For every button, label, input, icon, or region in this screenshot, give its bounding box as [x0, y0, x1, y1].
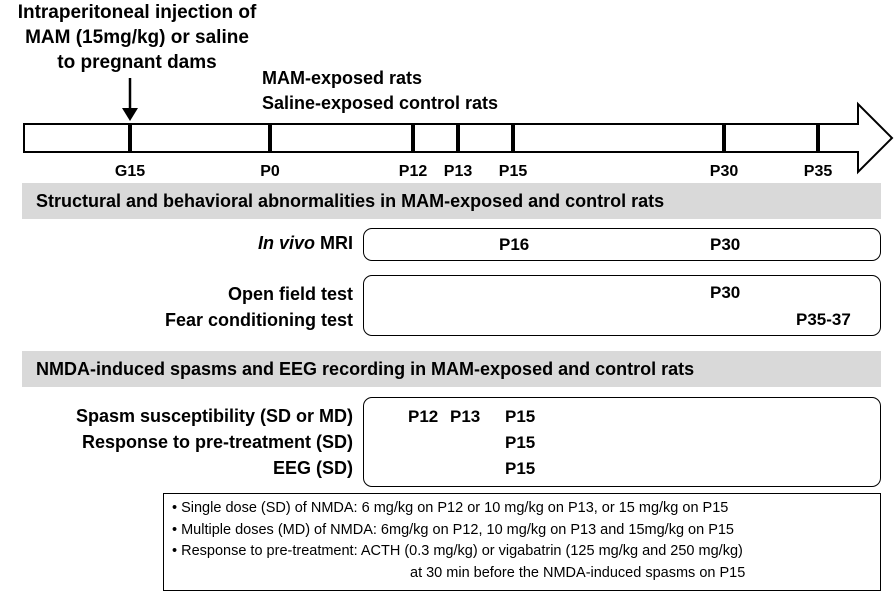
note-multiple-doses: • Multiple doses (MD) of NMDA: 6mg/kg on… [172, 521, 734, 538]
pretreatment-label: Response to pre-treatment (SD) [81, 432, 353, 452]
timeline-arrow: G15 P0 P12 P13 P15 P30 P35 [23, 78, 894, 180]
mri-label-italic: In vivo [257, 233, 315, 253]
injection-annotation: Intraperitoneal injection of MAM (15mg/k… [2, 0, 272, 75]
timeline-label-p15: P15 [499, 163, 528, 180]
timeline-label-p13: P13 [444, 163, 473, 180]
note-pretreatment: • Response to pre-treatment: ACTH (0.3 m… [172, 543, 743, 559]
nmda-box [363, 397, 881, 487]
timeline-label-p35: P35 [804, 163, 833, 180]
fear-conditioning-value: P35-37 [796, 310, 851, 329]
injection-line-2: MAM (15mg/kg) or saline [25, 27, 249, 48]
notes-box: • Single dose (SD) of NMDA: 6 mg/kg on P… [163, 493, 881, 591]
note-pretreatment-cont: at 30 min before the NMDA-induced spasms… [410, 564, 746, 581]
section-structural-header: Structural and behavioral abnormalities … [22, 183, 881, 219]
open-field-label: Open field test [227, 284, 353, 304]
injection-line-3: to pregnant dams [57, 52, 217, 73]
timeline-label-g15: G15 [115, 163, 145, 180]
section-nmda-header: NMDA-induced spasms and EEG recording in… [22, 351, 881, 387]
groups-line-2: Saline-exposed control rats [262, 93, 499, 113]
injection-line-1: Intraperitoneal injection of [17, 2, 257, 23]
timeline-label-p12: P12 [399, 163, 428, 180]
section-structural-title: Structural and behavioral abnormalities … [36, 191, 665, 211]
mri-box [363, 228, 881, 261]
timeline-label-p30: P30 [710, 163, 739, 180]
mri-value-p30: P30 [710, 235, 741, 254]
mri-label: In vivo MRI [150, 233, 353, 254]
note-single-dose: • Single dose (SD) of NMDA: 6 mg/kg on P… [172, 500, 729, 516]
timeline-label-p0: P0 [260, 163, 280, 180]
section-nmda-title: NMDA-induced spasms and EEG recording in… [36, 359, 695, 379]
eeg-label: EEG (SD) [272, 458, 353, 478]
spasm-susceptibility-label: Spasm susceptibility (SD or MD) [75, 406, 353, 426]
pretreatment-value: P15 [505, 433, 536, 452]
groups-line-1: MAM-exposed rats [262, 68, 423, 88]
fear-conditioning-label: Fear conditioning test [164, 310, 353, 330]
open-field-value: P30 [710, 283, 741, 302]
mri-label-rest: MRI [315, 233, 353, 253]
groups-annotation: MAM-exposed rats Saline-exposed control … [262, 66, 498, 116]
mri-value-p16: P16 [499, 235, 530, 254]
eeg-value: P15 [505, 459, 536, 478]
behavior-box [363, 275, 881, 336]
spasm-value-p15: P15 [505, 407, 536, 426]
spasm-value-p12: P12 [408, 407, 439, 426]
injection-arrow-head [122, 108, 138, 121]
spasm-value-p13: P13 [450, 407, 481, 426]
